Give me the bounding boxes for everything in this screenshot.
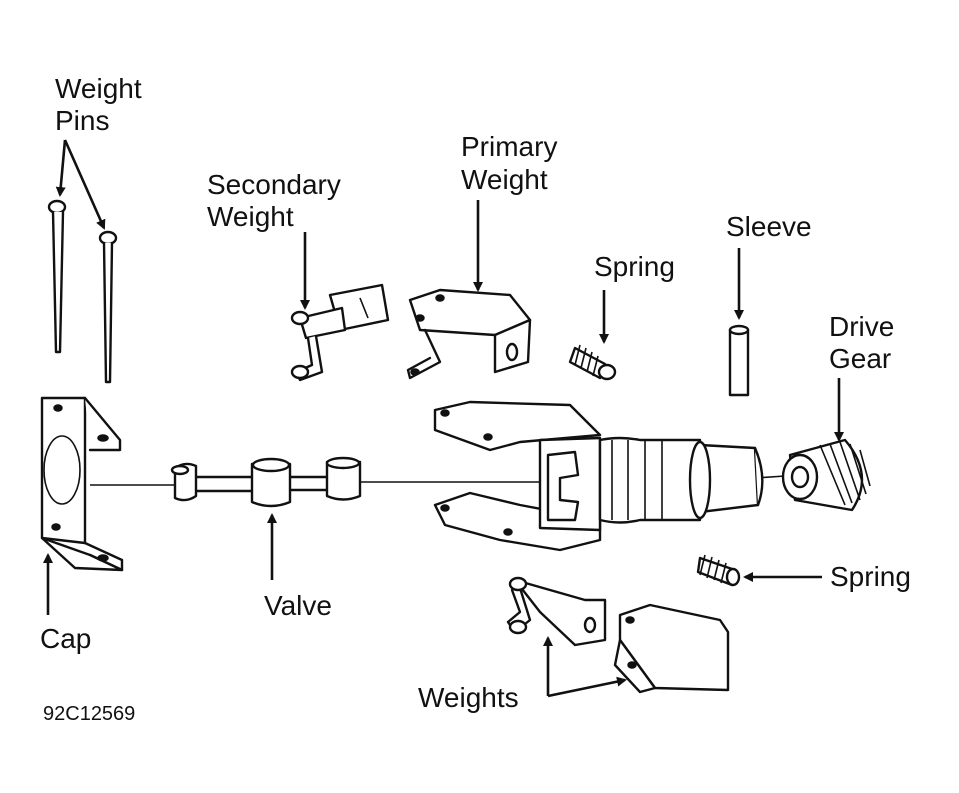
valve-part xyxy=(170,456,362,508)
secondary-weight-part xyxy=(290,283,390,382)
label-weights: Weights xyxy=(418,682,519,713)
spring-top-part xyxy=(568,344,617,381)
label-sleeve: Sleeve xyxy=(726,211,812,242)
figure-code: 92C12569 xyxy=(43,703,135,725)
label-secondary-weight-line1: Secondary xyxy=(207,169,341,200)
label-spring-top: Spring xyxy=(594,251,675,282)
spring-bottom-part xyxy=(696,554,741,587)
weight-pin-2 xyxy=(98,230,118,384)
drive-gear-part xyxy=(781,438,871,512)
leader-arrows xyxy=(43,139,844,698)
governor-body-part xyxy=(433,400,764,552)
cap-part xyxy=(40,396,124,572)
label-drive-gear-line1: Drive xyxy=(829,311,894,342)
labels: Weight Pins Secondary Weight Primary Wei… xyxy=(40,73,911,725)
weight-pins xyxy=(47,199,118,384)
label-weight-pins-line2: Pins xyxy=(55,105,109,136)
label-weight-pins-line1: Weight xyxy=(55,73,142,104)
label-valve: Valve xyxy=(264,590,332,621)
label-primary-weight-line1: Primary xyxy=(461,131,557,162)
weight-pin-1 xyxy=(47,199,67,354)
label-drive-gear-line2: Gear xyxy=(829,343,891,374)
label-primary-weight-line2: Weight xyxy=(461,164,548,195)
primary-weight-part xyxy=(406,288,532,380)
sleeve-part xyxy=(728,324,750,397)
weights-parts xyxy=(506,576,730,694)
label-spring-bottom: Spring xyxy=(830,561,911,592)
label-secondary-weight-line2: Weight xyxy=(207,201,294,232)
label-cap: Cap xyxy=(40,623,91,654)
